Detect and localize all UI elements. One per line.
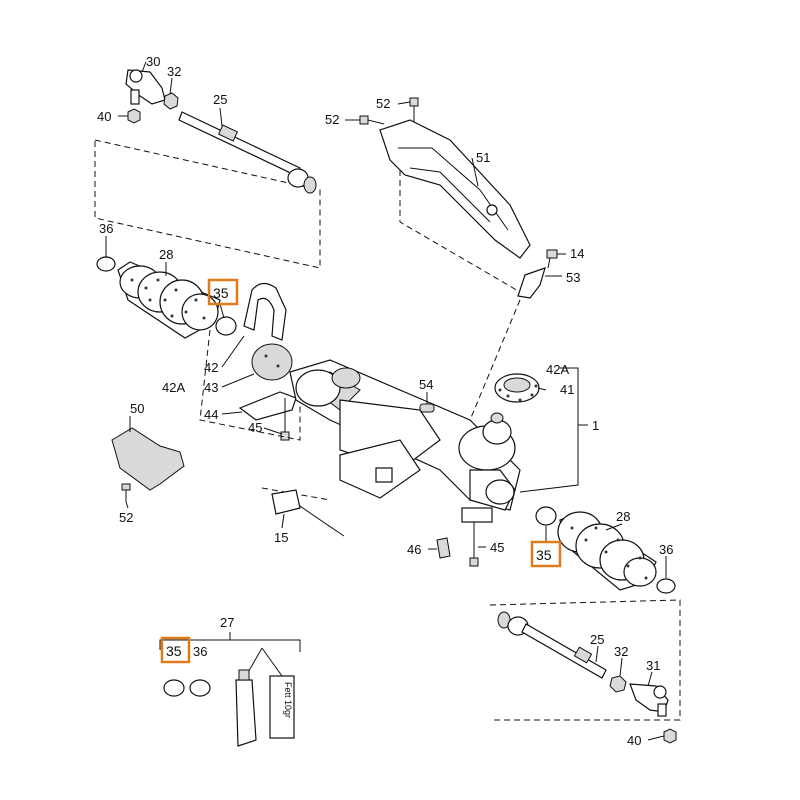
heat-shield: [379, 119, 531, 259]
highlight-35-left: [207, 278, 239, 306]
label-40-upper: 40: [97, 109, 111, 124]
label-40-lower: 40: [627, 733, 641, 748]
label-42A-right: 42A: [546, 362, 569, 377]
label-35-right: 35: [536, 547, 552, 563]
label-31: 31: [646, 658, 660, 673]
label-25-upper: 25: [213, 92, 227, 107]
tie-rod-upper-group: [94, 69, 321, 269]
clamp-35-left: [215, 316, 237, 336]
kit-clamp-36: [189, 679, 211, 697]
leader-lines: [105, 61, 667, 741]
label-32-lower: 32: [614, 644, 628, 659]
cover-50: [111, 427, 185, 502]
mount-clamp-42: [243, 282, 287, 341]
steering-rack: [289, 359, 521, 567]
mount-group: [199, 282, 301, 441]
boot-right: [535, 506, 676, 594]
label-36-right: 36: [659, 542, 673, 557]
label-52-lower: 52: [119, 510, 133, 525]
strap-44: [238, 391, 297, 421]
label-42: 42: [204, 360, 218, 375]
tie-rod-lower-group: [489, 599, 681, 744]
label-15: 15: [274, 530, 288, 545]
label-45-right: 45: [490, 540, 504, 555]
nut-upper: [127, 108, 141, 124]
bracket-53: [517, 267, 546, 299]
bolt-14: [546, 249, 558, 269]
bearing-41: [494, 373, 540, 403]
label-54: 54: [419, 377, 433, 392]
grease-packet: [269, 675, 295, 739]
label-53: 53: [566, 270, 580, 285]
part-labels: 30 32 25 40 52 52 51 14 53 36 28 35 42 4…: [97, 54, 673, 748]
label-46: 46: [407, 542, 421, 557]
label-36-kit: 36: [193, 644, 207, 659]
nut-46: [436, 537, 451, 559]
highlight-35-kit: [160, 636, 191, 664]
label-32-upper: 32: [167, 64, 181, 79]
label-25-lower: 25: [590, 632, 604, 647]
bolt-52-left: [359, 115, 385, 125]
grease-tube: [235, 679, 257, 747]
label-27: 27: [220, 615, 234, 630]
kit-clamp-35: [163, 679, 185, 697]
bush-43: [251, 343, 293, 381]
grease-packet-label: Fett 10gr: [283, 682, 293, 718]
nut-lower: [663, 728, 677, 744]
label-35-kit: 35: [166, 643, 182, 659]
heat-shield-group: [359, 97, 558, 299]
label-14: 14: [570, 246, 584, 261]
repair-kit-27: [159, 632, 301, 747]
label-44: 44: [204, 407, 218, 422]
label-52-top: 52: [376, 96, 390, 111]
bolt-52-top: [409, 97, 419, 122]
label-28-right: 28: [616, 509, 630, 524]
label-52-left: 52: [325, 112, 339, 127]
label-36-left: 36: [99, 221, 113, 236]
label-35-left: 35: [213, 285, 229, 301]
label-30: 30: [146, 54, 160, 69]
label-42A-left: 42A: [162, 380, 185, 395]
label-45-left: 45: [248, 420, 262, 435]
label-43: 43: [204, 380, 218, 395]
label-41: 41: [560, 382, 574, 397]
cap-54: [419, 403, 435, 413]
label-51: 51: [476, 150, 490, 165]
connector-15: [261, 487, 345, 537]
label-50: 50: [130, 401, 144, 416]
label-28-left: 28: [159, 247, 173, 262]
boot-left: [96, 256, 221, 339]
label-1: 1: [592, 418, 599, 433]
highlight-35-right: [530, 540, 562, 568]
tie-rod-upper: [178, 111, 301, 177]
